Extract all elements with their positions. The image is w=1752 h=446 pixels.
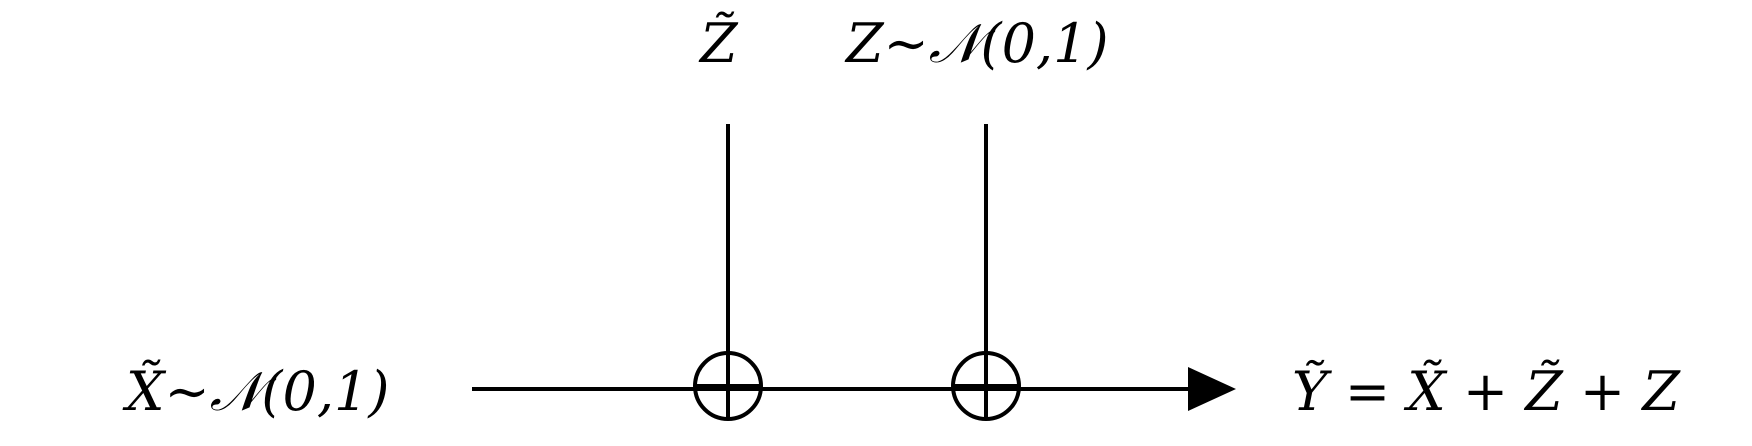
adder-node-1	[693, 351, 763, 421]
label-input-x: X̃∼𝒩(0,1)	[122, 359, 389, 423]
label-noise-z-tilde: Z̃	[698, 11, 739, 75]
label-noise-z: Z∼𝒩(0,1)	[844, 12, 1109, 75]
adder-node-2	[951, 351, 1021, 421]
arrow-head	[1188, 367, 1236, 411]
label-output-y: Ỹ = X̃ + Z̃ + Z	[1292, 359, 1681, 423]
